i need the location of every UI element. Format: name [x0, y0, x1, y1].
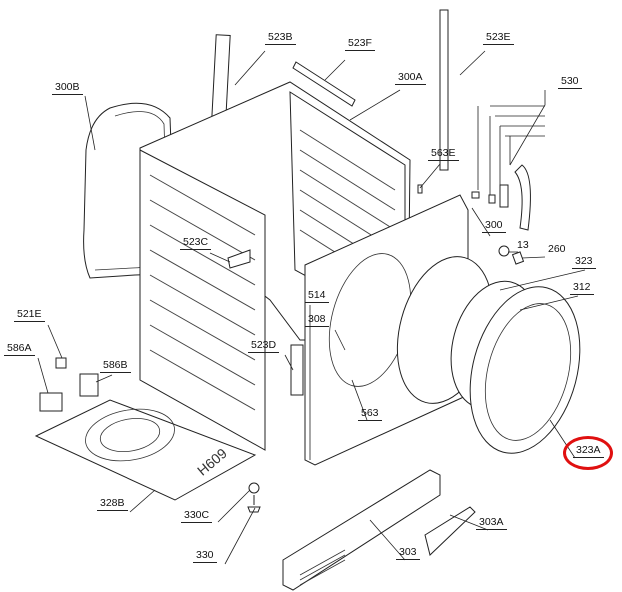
- handle-530: [514, 164, 531, 231]
- screw-563E: [417, 184, 423, 194]
- part-521E: [55, 357, 67, 369]
- left-side-panel: [139, 149, 266, 451]
- part-586A: [39, 392, 63, 412]
- strip-523E: [439, 9, 449, 171]
- foot-330: [247, 495, 261, 513]
- label-328B[interactable]: 328B: [97, 498, 128, 511]
- label-303[interactable]: 303: [396, 547, 420, 560]
- label-523B[interactable]: 523B: [265, 32, 296, 45]
- part-586B: [79, 373, 99, 397]
- part-13: [498, 245, 510, 257]
- label-514[interactable]: 514: [305, 290, 329, 303]
- label-303A[interactable]: 303A: [476, 517, 507, 530]
- kickplate-303: [282, 469, 441, 591]
- label-323[interactable]: 323: [572, 256, 596, 269]
- highlight-circle: [563, 436, 613, 470]
- label-300A[interactable]: 300A: [395, 72, 426, 85]
- part-303A: [424, 506, 476, 556]
- label-523C[interactable]: 523C: [180, 237, 212, 250]
- bracket-523D: [290, 344, 304, 396]
- label-530[interactable]: 530: [558, 76, 582, 89]
- spring-260: [511, 251, 525, 265]
- label-523E[interactable]: 523E: [483, 32, 514, 45]
- clip-523C: [227, 249, 251, 269]
- label-521E[interactable]: 521E: [14, 309, 45, 322]
- label-13[interactable]: 13: [517, 239, 529, 251]
- label-586B[interactable]: 586B: [100, 360, 131, 373]
- label-312[interactable]: 312: [570, 282, 594, 295]
- label-523D[interactable]: 523D: [248, 340, 280, 353]
- label-330[interactable]: 330: [193, 550, 217, 563]
- label-563E[interactable]: 563E: [428, 148, 459, 161]
- label-300[interactable]: 300: [482, 220, 506, 233]
- label-300B[interactable]: 300B: [52, 82, 83, 95]
- label-523F[interactable]: 523F: [345, 38, 375, 51]
- label-586A[interactable]: 586A: [4, 343, 35, 356]
- label-330C[interactable]: 330C: [181, 510, 213, 523]
- door-323A: [469, 286, 581, 454]
- label-563[interactable]: 563: [358, 408, 382, 421]
- strip-523F: [292, 61, 356, 107]
- label-308[interactable]: 308: [305, 314, 329, 327]
- foot-330C: [248, 482, 260, 494]
- base-328B: [34, 399, 257, 501]
- label-260[interactable]: 260: [548, 243, 566, 255]
